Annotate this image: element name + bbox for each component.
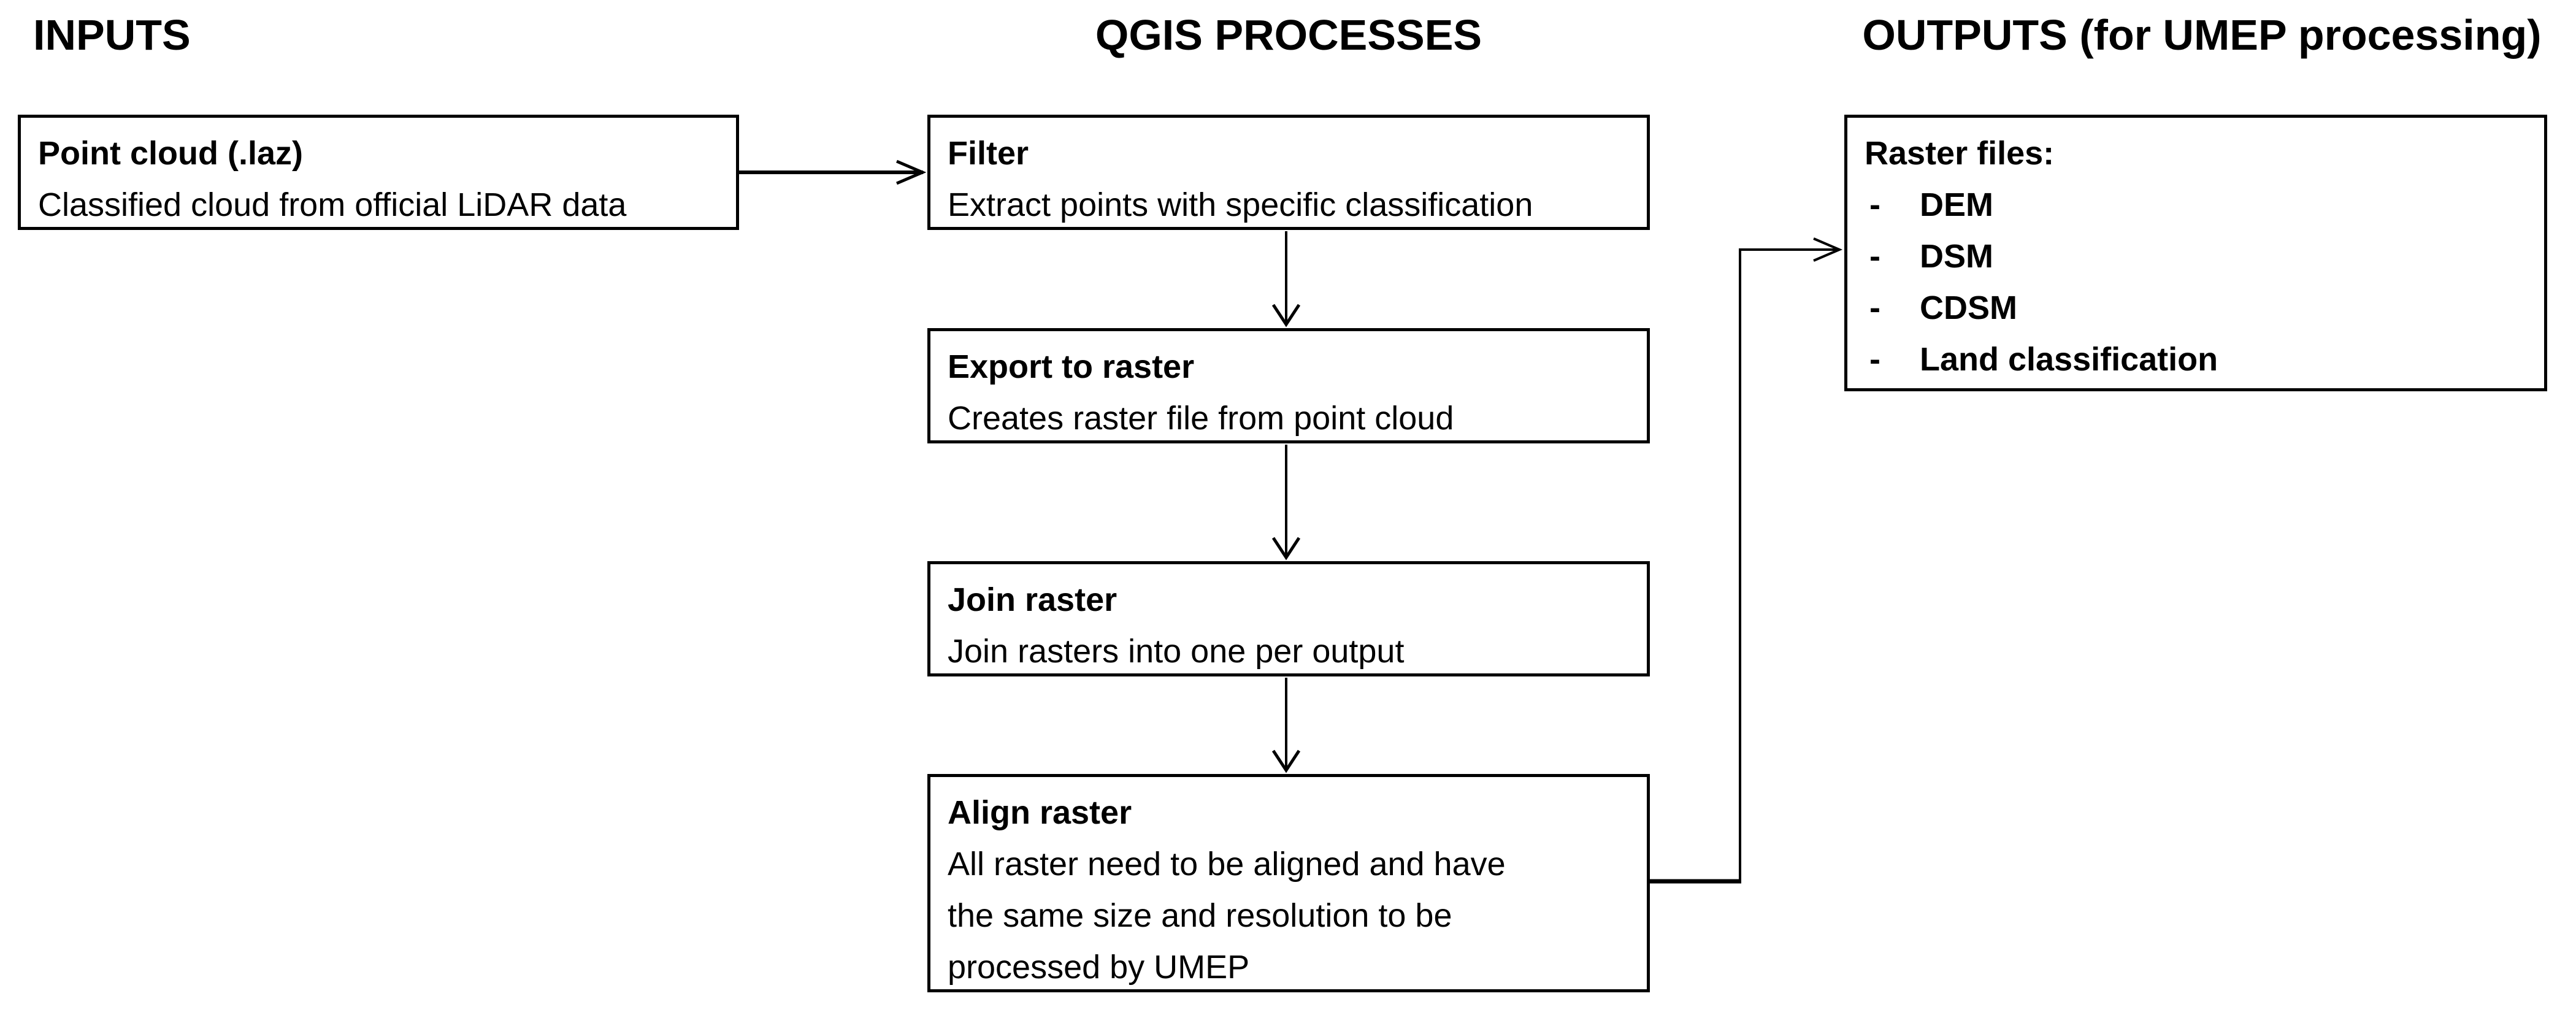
align-raster-description-line: processed by UMEP [948, 949, 1250, 986]
point-cloud-title: Point cloud (.laz) [38, 135, 303, 172]
arrow-filter-to-export [1271, 231, 1301, 327]
dash-bullet: - [1869, 289, 1880, 326]
raster-files-box: Raster files: - DEM - DSM - CDSM - Land … [1844, 115, 2547, 391]
column-header-inputs: INPUTS [33, 11, 191, 59]
filter-title: Filter [948, 135, 1029, 172]
join-raster-description: Join rasters into one per output [948, 633, 1405, 670]
list-item-label: CDSM [1920, 289, 2017, 326]
dash-bullet: - [1869, 341, 1880, 378]
list-item-label: DSM [1920, 238, 1993, 275]
list-item-label: DEM [1920, 186, 1993, 223]
arrow-pointcloud-to-filter [738, 159, 927, 185]
raster-files-title: Raster files: [1865, 135, 2055, 172]
export-to-raster-title: Export to raster [948, 348, 1195, 385]
filter-description: Extract points with specific classificat… [948, 186, 1533, 223]
list-item: - Land classification [1865, 334, 2533, 385]
point-cloud-box: Point cloud (.laz) Classified cloud from… [18, 115, 739, 230]
filter-box: Filter Extract points with specific clas… [927, 115, 1650, 230]
dash-bullet: - [1869, 238, 1880, 275]
point-cloud-description: Classified cloud from official LiDAR dat… [38, 186, 627, 223]
arrow-join-to-align [1271, 678, 1301, 773]
dash-bullet: - [1869, 186, 1880, 223]
column-header-qgis-processes: QGIS PROCESSES [1095, 11, 1482, 59]
list-item: - DSM [1865, 231, 2533, 282]
align-raster-description-line: All raster need to be aligned and have [948, 846, 1506, 883]
align-raster-title: Align raster [948, 794, 1132, 831]
list-item: - DEM [1865, 179, 2533, 231]
arrow-export-to-join [1271, 445, 1301, 561]
export-to-raster-description: Creates raster file from point cloud [948, 400, 1454, 437]
align-raster-box: Align raster All raster need to be align… [927, 774, 1650, 992]
join-raster-title: Join raster [948, 581, 1117, 618]
list-item-label: Land classification [1920, 341, 2218, 378]
join-raster-box: Join raster Join rasters into one per ou… [927, 561, 1650, 676]
list-item: - CDSM [1865, 282, 2533, 334]
column-header-outputs: OUTPUTS (for UMEP processing) [1862, 11, 2542, 59]
arrow-align-to-outputs [1649, 237, 1843, 884]
align-raster-description-line: the same size and resolution to be [948, 897, 1452, 934]
export-to-raster-box: Export to raster Creates raster file fro… [927, 328, 1650, 443]
